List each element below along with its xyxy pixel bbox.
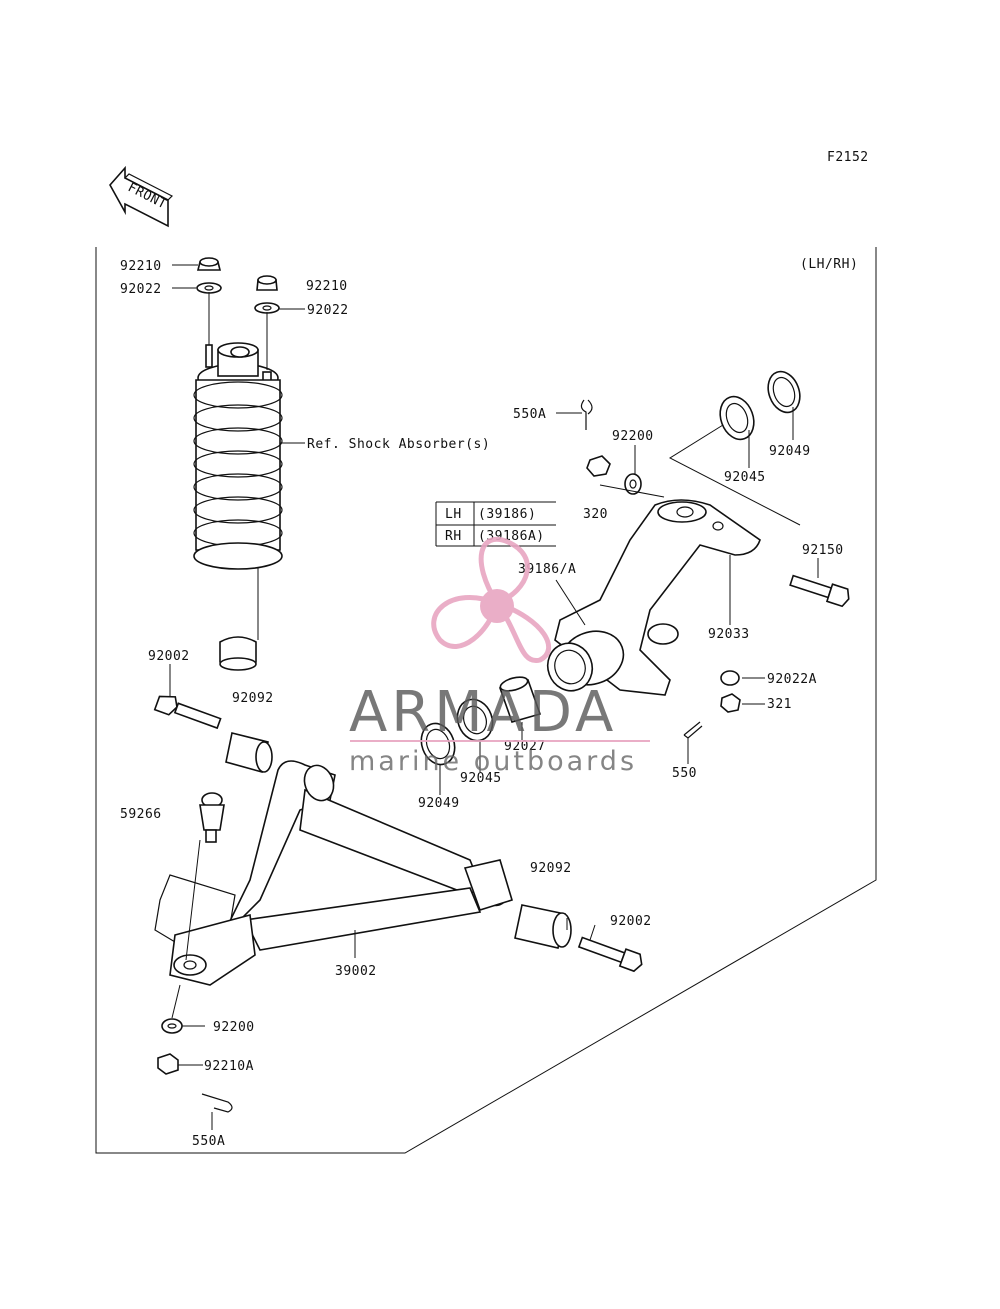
knuckle-leaders (555, 407, 819, 764)
label-92002-bottom: 92002 (610, 914, 652, 929)
label-92210-left: 92210 (120, 259, 162, 274)
label-92210A: 92210A (204, 1059, 254, 1074)
shock-absorber-icon (193, 257, 283, 671)
label-92150: 92150 (802, 543, 844, 558)
label-39186A: 39186/A (518, 562, 576, 577)
label-92049-bottom: 92049 (418, 796, 460, 811)
label-92200-bottom: 92200 (213, 1020, 255, 1035)
label-92033: 92033 (708, 627, 750, 642)
side-note: (LH/RH) (800, 257, 858, 272)
diagram-frame (95, 247, 877, 1154)
figure-code: F2152 (827, 150, 869, 165)
label-320: 320 (583, 507, 608, 522)
a-arm-leaders (169, 664, 596, 1130)
watermark-brand: ARMADA (349, 680, 617, 745)
label-321: 321 (767, 697, 792, 712)
label-92027: 92027 (504, 739, 546, 754)
label-92045-top: 92045 (724, 470, 766, 485)
bearing-seal-icon (420, 676, 542, 766)
label-550A-bottom: 550A (192, 1134, 225, 1149)
label-92022A: 92022A (767, 672, 817, 687)
steering-knuckle-icon (546, 370, 850, 739)
label-92200-top: 92200 (612, 429, 654, 444)
armada-watermark-logo: ARMADA marine outboards (349, 536, 650, 777)
label-550A-top: 550A (513, 407, 546, 422)
label-550: 550 (672, 766, 697, 781)
label-92092-top: 92092 (232, 691, 274, 706)
a-arm-icon (153, 695, 643, 1113)
watermark-tagline: marine outboards (349, 746, 637, 777)
label-92210-right: 92210 (306, 279, 348, 294)
shock-leaders (172, 264, 305, 640)
label-92049-top: 92049 (769, 444, 811, 459)
label-92022-left: 92022 (120, 282, 162, 297)
bearing-leaders (439, 722, 523, 795)
front-arrow-icon: FRONT (109, 165, 174, 228)
label-92092-bottom: 92092 (530, 861, 572, 876)
callout-table (435, 501, 556, 547)
label-92022-right: 92022 (307, 303, 349, 318)
propeller-icon (431, 536, 552, 663)
label-59266: 59266 (120, 807, 162, 822)
label-39002: 39002 (335, 964, 377, 979)
label-ref-shock: Ref. Shock Absorber(s) (307, 437, 490, 452)
table-part-lh: (39186) (478, 507, 536, 522)
table-side-lh: LH (445, 507, 462, 522)
label-92045-bottom: 92045 (460, 771, 502, 786)
label-92002-top: 92002 (148, 649, 190, 664)
table-side-rh: RH (445, 529, 462, 544)
